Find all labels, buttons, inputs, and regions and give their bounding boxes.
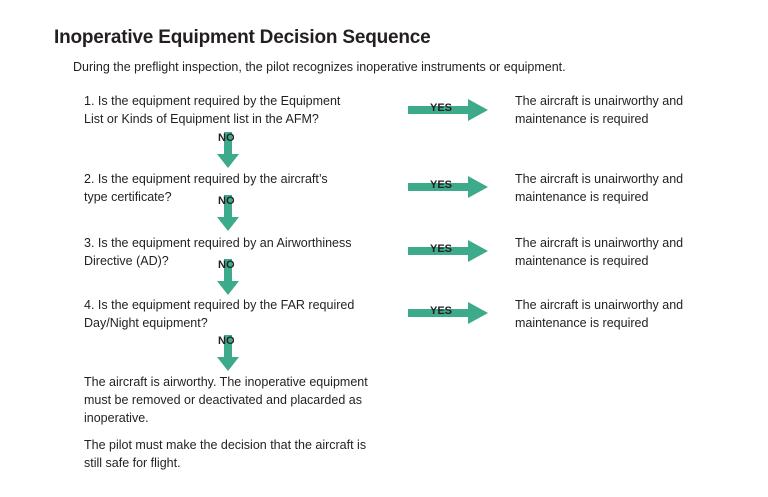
- final-note-text: The pilot must make the decision that th…: [84, 436, 404, 472]
- yes-arrow-1: YES: [408, 99, 488, 121]
- result-3: The aircraft is unairworthy and maintena…: [515, 234, 735, 270]
- result-1-line-2: maintenance is required: [515, 112, 649, 126]
- question-2: 2. Is the equipment required by the airc…: [84, 170, 394, 206]
- final-note-line-1: The pilot must make the decision that th…: [84, 438, 367, 452]
- result-3-line-2: maintenance is required: [515, 254, 649, 268]
- no-arrow-2-shape: [217, 195, 239, 231]
- no-label-2: NO: [218, 195, 235, 207]
- result-4-line-1: The aircraft is unairworthy and: [515, 298, 684, 312]
- result-2-line-1: The aircraft is unairworthy and: [515, 172, 684, 186]
- question-3: 3. Is the equipment required by an Airwo…: [84, 234, 394, 270]
- final-note-line-2: still safe for flight.: [84, 456, 181, 470]
- question-1: 1. Is the equipment required by the Equi…: [84, 92, 394, 128]
- yes-arrow-3: YES: [408, 240, 488, 262]
- yes-label-4: YES: [430, 305, 453, 317]
- question-4: 4. Is the equipment required by the FAR …: [84, 296, 394, 332]
- yes-arrow-4: YES: [408, 302, 488, 324]
- result-3-line-1: The aircraft is unairworthy and: [515, 236, 684, 250]
- no-label-4: NO: [218, 335, 235, 347]
- result-4-line-2: maintenance is required: [515, 316, 649, 330]
- no-arrow-4: NO: [217, 335, 239, 371]
- question-1-line-2: List or Kinds of Equipment list in the A…: [84, 112, 319, 126]
- yes-arrow-3-shape: [408, 240, 488, 262]
- question-1-line-1: 1. Is the equipment required by the Equi…: [84, 94, 341, 108]
- question-3-line-1: 3. Is the equipment required by an Airwo…: [84, 236, 352, 250]
- question-2-line-1: 2. Is the equipment required by the airc…: [84, 172, 328, 186]
- result-2: The aircraft is unairworthy and maintena…: [515, 170, 735, 206]
- diagram-title: Inoperative Equipment Decision Sequence: [54, 27, 431, 48]
- no-arrow-3-shape: [217, 259, 239, 295]
- yes-arrow-2: YES: [408, 176, 488, 198]
- yes-label-1: YES: [430, 102, 453, 114]
- conclusion-line-3: inoperative.: [84, 411, 149, 425]
- question-4-line-2: Day/Night equipment?: [84, 316, 208, 330]
- yes-label-2: YES: [430, 179, 453, 191]
- conclusion-line-1: The aircraft is airworthy. The inoperati…: [84, 375, 368, 389]
- conclusion-text: The aircraft is airworthy. The inoperati…: [84, 373, 404, 427]
- no-label-3: NO: [218, 259, 235, 271]
- result-4: The aircraft is unairworthy and maintena…: [515, 296, 735, 332]
- result-2-line-2: maintenance is required: [515, 190, 649, 204]
- no-arrow-3: NO: [217, 259, 239, 295]
- yes-label-3: YES: [430, 243, 453, 255]
- result-1: The aircraft is unairworthy and maintena…: [515, 92, 735, 128]
- yes-arrow-1-shape: [408, 99, 488, 121]
- no-arrow-1: NO: [217, 132, 239, 168]
- no-arrow-4-shape: [217, 335, 239, 371]
- question-3-line-2: Directive (AD)?: [84, 254, 169, 268]
- intro-text: During the preflight inspection, the pil…: [73, 60, 566, 74]
- no-label-1: NO: [218, 132, 235, 144]
- result-1-line-1: The aircraft is unairworthy and: [515, 94, 684, 108]
- conclusion-line-2: must be removed or deactivated and placa…: [84, 393, 362, 407]
- yes-arrow-2-shape: [408, 176, 488, 198]
- yes-arrow-4-shape: [408, 302, 488, 324]
- no-arrow-2: NO: [217, 195, 239, 231]
- question-4-line-1: 4. Is the equipment required by the FAR …: [84, 298, 355, 312]
- no-arrow-1-shape: [217, 132, 239, 168]
- question-2-line-2: type certificate?: [84, 190, 172, 204]
